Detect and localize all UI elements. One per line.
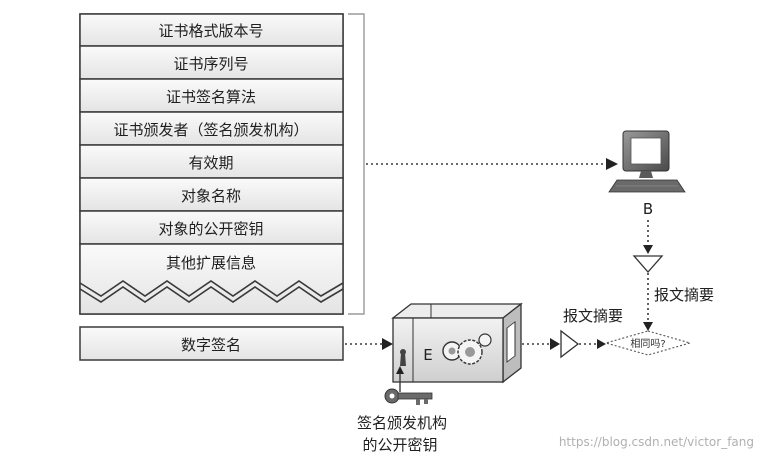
arrow-box-to-funnel <box>522 338 560 350</box>
computer-icon <box>608 130 686 193</box>
arrow-signature-to-box <box>345 338 393 350</box>
cert-field-extensions-label: 其他扩展信息 <box>166 254 256 272</box>
hash-function-icon-top <box>632 255 664 273</box>
hash-function-icon-side <box>560 329 580 359</box>
key-caption-line2: 的公开密钥 <box>362 436 437 454</box>
cert-field-version-label: 证书格式版本号 <box>158 22 263 40</box>
gear-icon <box>442 333 492 365</box>
arrow-funnel-to-diamond <box>579 339 606 349</box>
watermark: https://blog.csdn.net/victor_fang <box>559 435 754 449</box>
cert-field-subject: 对象名称 <box>79 177 344 212</box>
digest-label-mid: 报文摘要 <box>563 307 623 325</box>
box-letter: E <box>423 346 432 364</box>
cert-field-public-key-label: 对象的公开密钥 <box>158 220 263 238</box>
torn-edge-bottom <box>79 286 344 303</box>
cert-field-validity-label: 有效期 <box>188 154 233 172</box>
cert-field-serial-label: 证书序列号 <box>173 55 248 73</box>
cert-field-version: 证书格式版本号 <box>79 13 344 47</box>
cert-field-public-key: 对象的公开密钥 <box>79 210 344 245</box>
arrow-key-to-box <box>396 366 404 392</box>
arrow-funnel-to-compare <box>643 273 653 331</box>
cert-field-algorithm: 证书签名算法 <box>79 78 344 113</box>
cert-field-extensions: 其他扩展信息 <box>79 243 344 315</box>
computer-label: B <box>643 200 653 218</box>
arrow-cert-to-computer <box>366 158 618 170</box>
certificate-bracket <box>348 13 365 315</box>
key-icon <box>384 388 433 405</box>
decrypt-machine-icon <box>391 302 523 384</box>
compare-diamond: 相同吗? <box>603 330 693 356</box>
signature-field: 数字签名 <box>79 326 344 361</box>
torn-edge-top <box>79 280 344 297</box>
cert-field-algorithm-label: 证书签名算法 <box>166 88 256 106</box>
compare-label: 相同吗? <box>630 337 665 350</box>
signature-field-label: 数字签名 <box>181 336 241 354</box>
keyhole-icon <box>400 349 406 366</box>
cert-field-issuer: 证书颁发者（签名颁发机构） <box>79 111 344 146</box>
key-caption-line1: 签名颁发机构 <box>357 414 447 432</box>
arrow-computer-to-funnel <box>643 220 653 254</box>
cert-field-serial: 证书序列号 <box>79 45 344 80</box>
digest-label-top: 报文摘要 <box>654 286 714 304</box>
cert-field-validity: 有效期 <box>79 144 344 179</box>
cert-field-issuer-label: 证书颁发者（签名颁发机构） <box>113 121 308 139</box>
cert-field-subject-label: 对象名称 <box>181 187 241 205</box>
certificate-stack: 证书格式版本号 证书序列号 证书签名算法 证书颁发者（签名颁发机构） 有效期 对… <box>79 13 344 315</box>
